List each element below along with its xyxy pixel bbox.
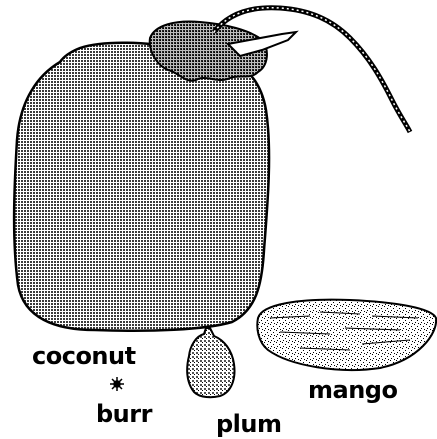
label-plum: plum: [216, 412, 282, 436]
coconut-shape: [14, 43, 269, 331]
label-coconut: coconut: [32, 344, 136, 368]
plum-shape: [187, 328, 234, 397]
mango-shape: [257, 300, 436, 370]
label-burr: burr: [96, 402, 152, 426]
label-mango: mango: [308, 378, 397, 402]
burr-icon: [110, 377, 124, 391]
